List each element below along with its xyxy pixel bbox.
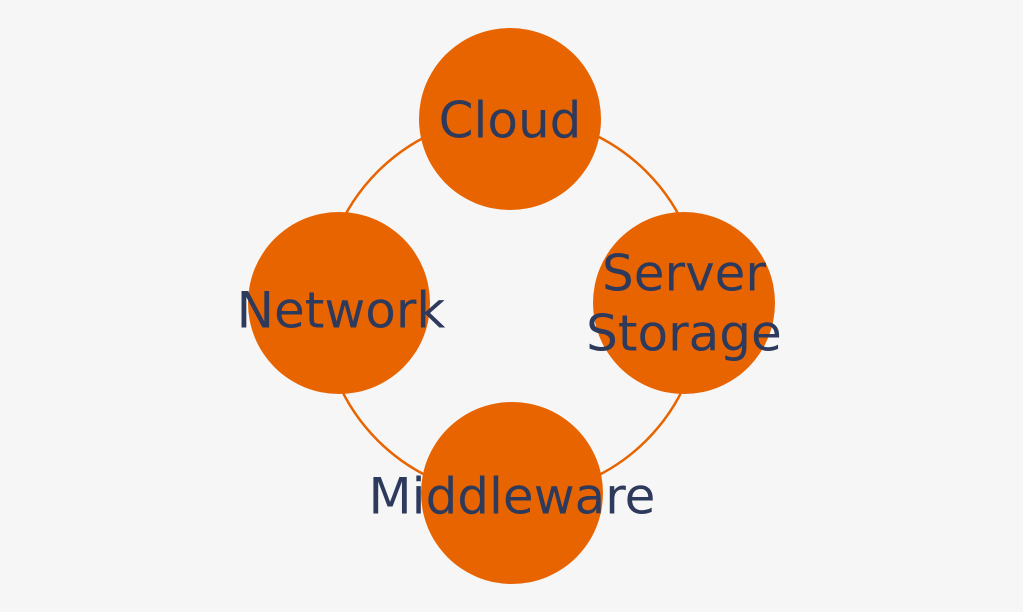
node-cloud-circle (419, 28, 601, 210)
node-network-circle (248, 212, 430, 394)
node-cloud-label: Cloud (439, 92, 582, 150)
node-cloud: Cloud (419, 28, 601, 210)
node-middleware: Middleware (369, 402, 656, 584)
node-storage-label: Storage (586, 305, 782, 363)
node-middleware-circle (421, 402, 603, 584)
node-middleware-label: Middleware (369, 468, 656, 526)
node-network: Network (237, 212, 446, 394)
node-server-label: Server (602, 245, 766, 303)
node-network-label: Network (237, 282, 446, 340)
node-server-storage-circle (593, 212, 775, 394)
node-server-storage: Server Storage (586, 212, 782, 394)
